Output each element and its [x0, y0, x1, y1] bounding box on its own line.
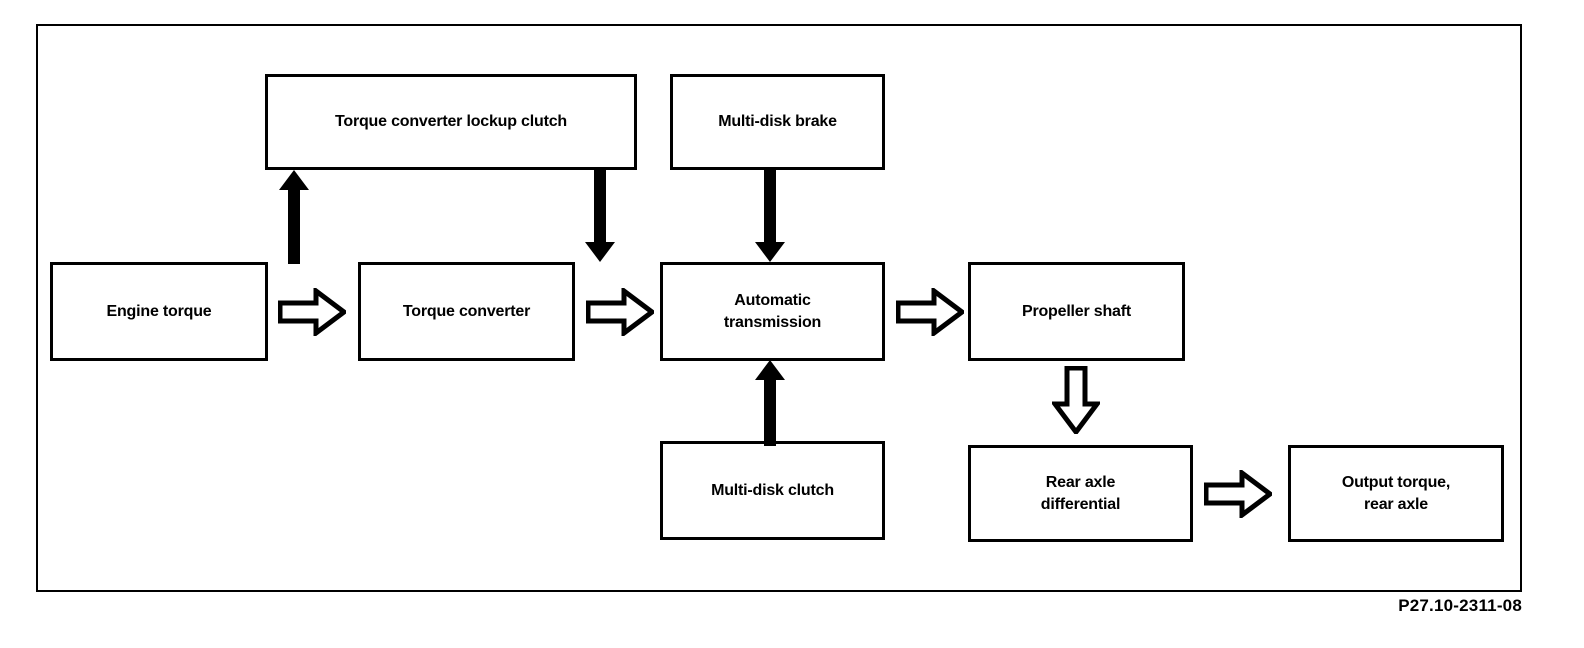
- node-label: Torque converter: [402, 302, 531, 320]
- connector-propeller-shaft-to-rear-axle-differential: [1052, 366, 1100, 434]
- node-label: Torque converter lockup clutch: [335, 113, 567, 131]
- node-label: Automatic transmission: [723, 291, 822, 331]
- node-rear-axle-differential: Rear axle differential: [968, 445, 1193, 542]
- connector-torque-converter-to-automatic-transmission: [586, 288, 654, 336]
- node-multi-disk-brake: Multi-disk brake: [670, 74, 885, 170]
- node-torque-converter-lockup-clutch: Torque converter lockup clutch: [265, 74, 637, 170]
- node-label: Multi-disk clutch: [711, 481, 834, 499]
- connector-torque-converter-to-lockup-clutch: [276, 168, 312, 264]
- node-output-torque-rear-axle: Output torque, rear axle: [1288, 445, 1504, 542]
- node-label: Propeller shaft: [1021, 302, 1132, 320]
- node-torque-converter: Torque converter: [358, 262, 575, 361]
- node-label: Multi-disk brake: [718, 113, 837, 131]
- node-engine-torque: Engine torque: [50, 262, 268, 361]
- node-propeller-shaft: Propeller shaft: [968, 262, 1185, 361]
- connector-engine-torque-to-torque-converter: [278, 288, 346, 336]
- node-label: Rear axle differential: [1040, 473, 1121, 513]
- connector-multi-disk-clutch-to-automatic-transmission: [752, 358, 788, 446]
- connector-rear-axle-differential-to-output-torque: [1204, 470, 1272, 518]
- node-label: Engine torque: [106, 302, 212, 320]
- node-multi-disk-clutch: Multi-disk clutch: [660, 441, 885, 540]
- connector-lockup-clutch-to-torque-converter: [582, 168, 618, 264]
- connector-multi-disk-brake-to-automatic-transmission: [752, 168, 788, 264]
- figure-caption: P27.10-2311-08: [1398, 596, 1522, 615]
- node-automatic-transmission: Automatic transmission: [660, 262, 885, 361]
- connector-automatic-transmission-to-propeller-shaft: [896, 288, 964, 336]
- node-label: Output torque, rear axle: [1341, 473, 1451, 513]
